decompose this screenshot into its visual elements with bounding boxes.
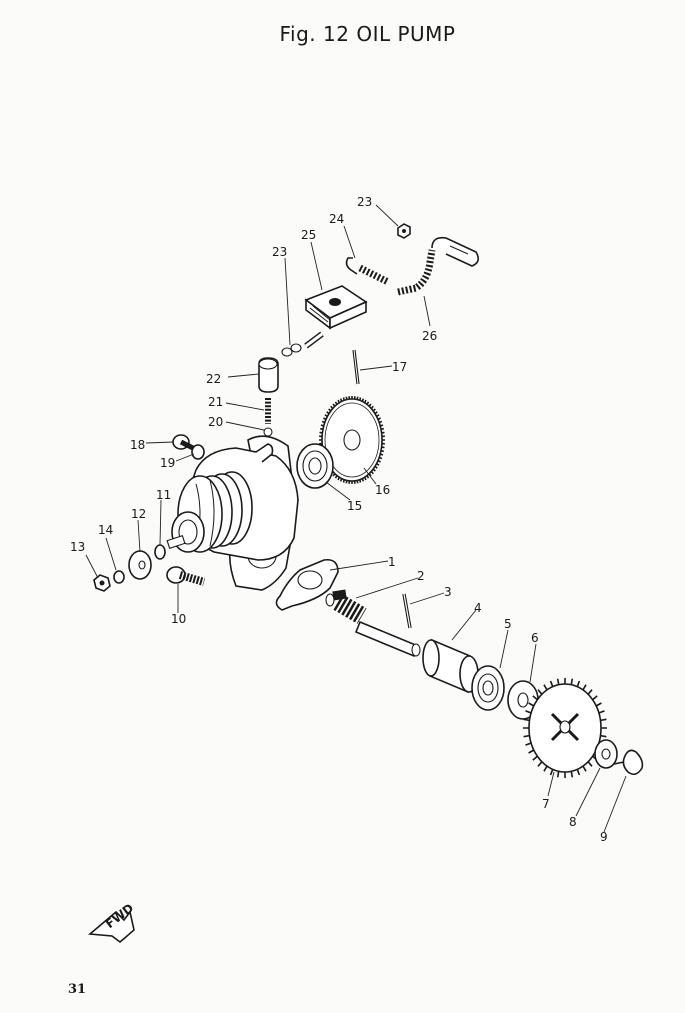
label-24: 24 [329, 212, 344, 226]
part-washer-6 [507, 680, 539, 720]
label-11: 11 [156, 488, 171, 502]
part-circlip-9 [613, 749, 644, 776]
part-gear-7 [523, 678, 607, 778]
label-22: 22 [206, 372, 221, 386]
label-4: 4 [474, 601, 482, 615]
page-number: 31 [68, 982, 87, 997]
label-6: 6 [531, 631, 539, 645]
label-3: 3 [444, 585, 452, 599]
part-pipe-24 [345, 257, 390, 286]
label-1: 1 [388, 555, 396, 569]
part-pin-3 [402, 593, 412, 629]
part-pump-body [166, 435, 299, 591]
label-17: 17 [392, 360, 407, 374]
part-gasket-1 [275, 558, 339, 611]
part-bolt-10 [166, 566, 206, 586]
label-25: 25 [301, 228, 316, 242]
part-pipe-small [304, 331, 324, 349]
part-washer-8 [594, 739, 618, 769]
part-pin-17 [352, 349, 360, 385]
label-16: 16 [375, 483, 390, 497]
label-20: 20 [208, 415, 223, 429]
part-nut-13 [93, 574, 111, 592]
label-10: 10 [171, 612, 186, 626]
figure-title: Fig. 12 OIL PUMP [279, 22, 456, 46]
part-nut-23-top [397, 223, 411, 239]
fwd-arrow: FWD [88, 901, 136, 944]
part-cap-22 [258, 357, 279, 393]
label-19: 19 [160, 456, 175, 470]
part-oring-11 [154, 544, 166, 560]
label-9: 9 [600, 830, 608, 844]
label-7: 7 [542, 797, 550, 811]
label-12: 12 [131, 507, 146, 521]
part-worm-shaft-2 [325, 589, 421, 658]
label-26: 26 [422, 329, 437, 343]
part-washer-19 [191, 444, 205, 460]
part-collar-4 [422, 638, 479, 694]
part-bearing-15 [296, 443, 334, 489]
part-washer-14 [113, 570, 125, 584]
label-13: 13 [70, 540, 85, 554]
label-23-top: 23 [357, 195, 372, 209]
part-plate-12 [128, 550, 152, 580]
part-nut-23-lower [281, 343, 302, 357]
leader-lines [85, 204, 627, 833]
part-hose-26 [397, 236, 480, 296]
part-labels: 1 2 3 4 5 6 7 8 9 10 11 12 13 14 15 16 1… [70, 195, 608, 844]
label-2: 2 [417, 569, 425, 583]
part-bearing-5 [471, 665, 505, 711]
part-ball-20 [263, 427, 273, 437]
label-14: 14 [98, 523, 113, 537]
label-18: 18 [130, 438, 145, 452]
label-21: 21 [208, 395, 223, 409]
label-23-lower: 23 [272, 245, 287, 259]
label-5: 5 [504, 617, 512, 631]
part-filter-25 [304, 285, 368, 330]
label-15: 15 [347, 499, 362, 513]
label-8: 8 [569, 815, 577, 829]
